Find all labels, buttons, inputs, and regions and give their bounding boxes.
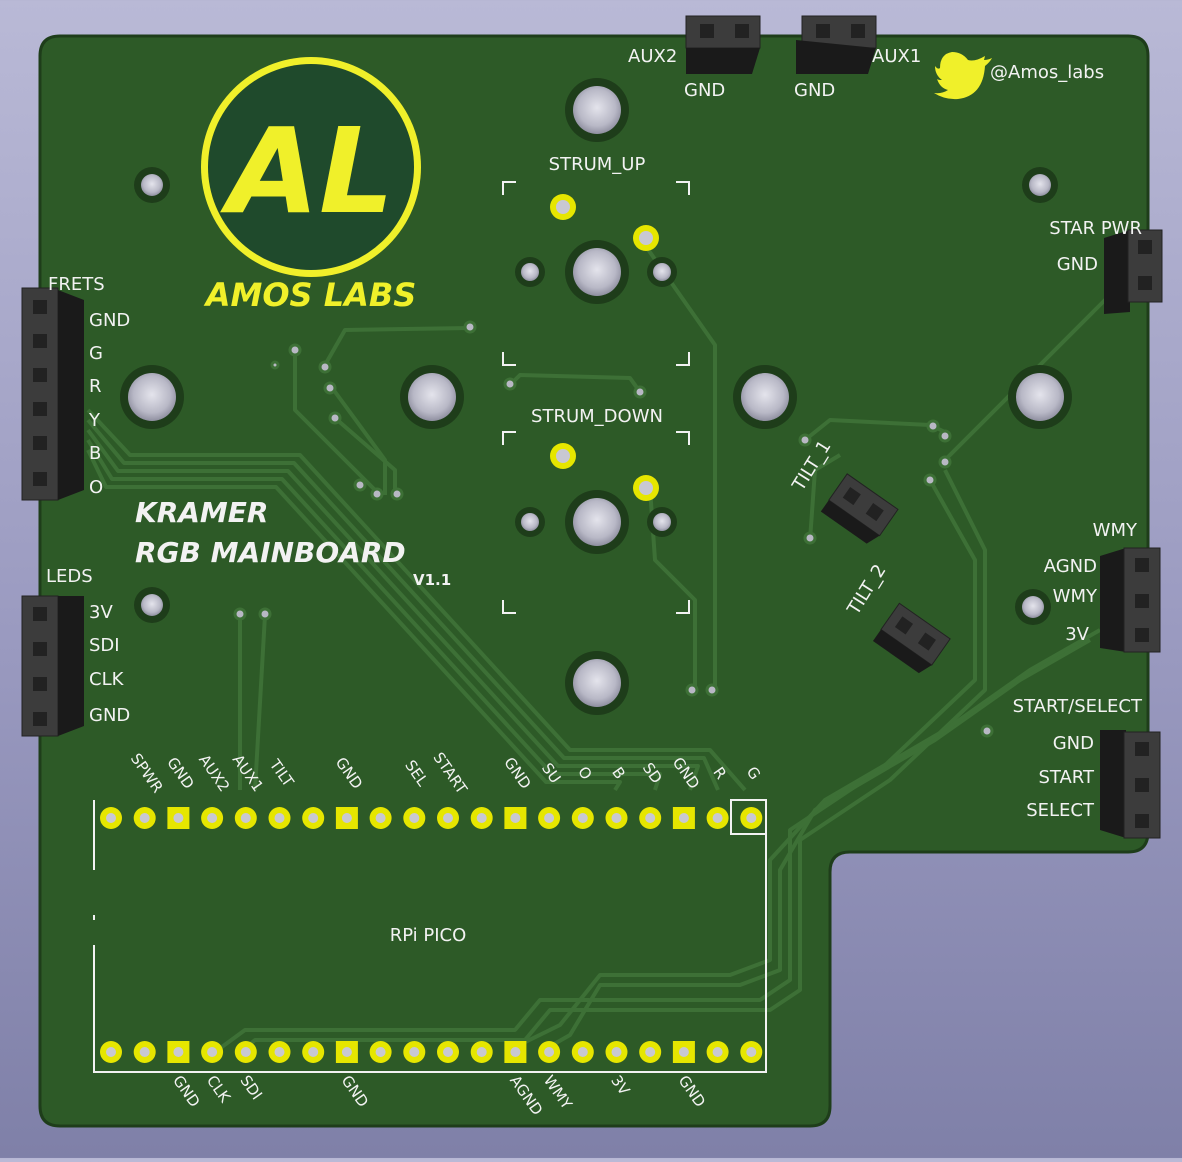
pico-pad-hole <box>139 813 150 823</box>
start-select-pin-label: START <box>1038 767 1095 788</box>
start-select-pin-label: GND <box>1053 733 1094 754</box>
logo-monogram: AL <box>220 102 395 240</box>
leds-pin-label: 3V <box>89 602 113 623</box>
logo-name: AMOS LABS <box>203 276 417 314</box>
strum-down-footprint <box>502 431 690 614</box>
pico-top-pads <box>100 807 763 829</box>
leds-pin-label: CLK <box>89 669 125 690</box>
pico-pad-hole <box>678 813 689 823</box>
vias <box>233 320 994 738</box>
pico-pad-hole <box>375 1047 386 1057</box>
pico-pad-hole <box>443 1047 453 1057</box>
pcb-board <box>38 34 1150 1128</box>
pico-pad-hole <box>544 813 555 823</box>
frets-pin-label: GND <box>89 310 130 331</box>
pcb-traces <box>86 236 1112 1054</box>
tilt1-sensor <box>820 473 899 544</box>
pico-pad-hole <box>308 1047 319 1057</box>
aux2-connector: AUX2 GND <box>628 15 761 101</box>
pico-pad-hole <box>274 813 285 823</box>
wmy-pin-label: WMY <box>1053 586 1098 607</box>
wmy-connector: WMY AGND WMY 3V <box>1044 520 1161 653</box>
leds-pin-label: GND <box>89 705 130 726</box>
start-select-title: START/SELECT <box>1013 696 1143 717</box>
pico-label: RPi PICO <box>390 925 467 946</box>
pico-pad-hole <box>544 1047 555 1057</box>
leds-title: LEDS <box>46 566 93 587</box>
start-select-pin-label: SELECT <box>1026 800 1095 821</box>
aux1-gnd-label: GND <box>794 80 835 101</box>
strum-up-footprint <box>502 181 690 366</box>
pico-pad-hole <box>375 813 386 823</box>
pico-pad-hole <box>476 1047 487 1057</box>
pico-pad-hole <box>577 1047 588 1057</box>
tilt2-sensor <box>872 602 951 674</box>
pico-pad-hole <box>240 1047 251 1057</box>
frets-connector: FRETS GND G R Y B O <box>21 274 130 501</box>
pico-pad-hole <box>510 813 521 823</box>
frets-pin-label: O <box>89 477 103 498</box>
wmy-title: WMY <box>1093 520 1138 541</box>
pico-pad-hole <box>409 813 420 823</box>
board-title-line1: KRAMER <box>135 496 268 529</box>
twitter-bird-icon <box>934 52 992 100</box>
pico-pad-hole <box>207 1047 218 1057</box>
star-pwr-connector: STAR PWR GND <box>1049 218 1163 314</box>
pico-pad-hole <box>510 1047 521 1057</box>
pico-pad-hole <box>207 813 218 823</box>
pico-pad-hole <box>577 813 588 823</box>
pico-pad-hole <box>645 1047 656 1057</box>
strum-down-label: STRUM_DOWN <box>531 406 663 427</box>
frets-pin-label: R <box>89 376 102 397</box>
pico-pad-hole <box>712 1047 723 1057</box>
aux2-label: AUX2 <box>628 46 677 67</box>
pico-pad-hole <box>240 813 251 823</box>
pico-pad-hole <box>611 813 622 823</box>
frets-pin-label: Y <box>88 410 101 431</box>
pico-pad-hole <box>274 1047 285 1057</box>
pico-pad-hole <box>341 1047 352 1057</box>
pico-pad-hole <box>476 813 487 823</box>
mounting-holes <box>120 78 1072 715</box>
leds-pin-label: SDI <box>89 635 120 656</box>
pico-pad-hole <box>308 813 319 823</box>
pico-pad-hole <box>106 1047 116 1057</box>
twitter-handle: @Amos_labs <box>990 62 1104 83</box>
strum-up-label: STRUM_UP <box>549 154 646 175</box>
pico-pad-hole <box>443 813 453 823</box>
pico-pad-hole <box>746 1047 757 1057</box>
frets-title: FRETS <box>48 274 105 295</box>
amos-labs-logo: AL AMOS LABS <box>201 57 421 314</box>
wmy-pin-label: 3V <box>1065 624 1089 645</box>
star-pwr-label: STAR PWR <box>1049 218 1142 239</box>
aux1-label: AUX1 <box>872 46 921 67</box>
aux1-connector: AUX1 GND <box>794 15 921 101</box>
pico-pad-hole <box>173 813 184 823</box>
pico-pad-hole <box>645 813 656 823</box>
wmy-pin-label: AGND <box>1044 556 1097 577</box>
pico-bottom-pads <box>100 1041 763 1063</box>
twitter-badge: @Amos_labs <box>934 52 1104 100</box>
pico-pad-hole <box>611 1047 622 1057</box>
board-title-line2: RGB MAINBOARD <box>135 536 406 569</box>
pico-pad-hole <box>341 813 352 823</box>
star-gnd-label: GND <box>1057 254 1098 275</box>
aux2-gnd-label: GND <box>684 80 725 101</box>
frets-pin-label: G <box>89 343 103 364</box>
leds-connector: LEDS 3V SDI CLK GND <box>21 566 130 737</box>
frets-pin-label: B <box>89 443 101 464</box>
pico-pad-hole <box>106 813 116 823</box>
board-version: V1.1 <box>413 571 451 589</box>
start-select-connector: START/SELECT GND START SELECT <box>1013 696 1161 839</box>
pico-pad-hole <box>173 1047 184 1057</box>
pico-pad-hole <box>746 813 757 823</box>
pico-pad-hole <box>139 1047 150 1057</box>
pico-pad-hole <box>678 1047 689 1057</box>
pico-pad-hole <box>712 813 723 823</box>
pico-pad-hole <box>409 1047 420 1057</box>
